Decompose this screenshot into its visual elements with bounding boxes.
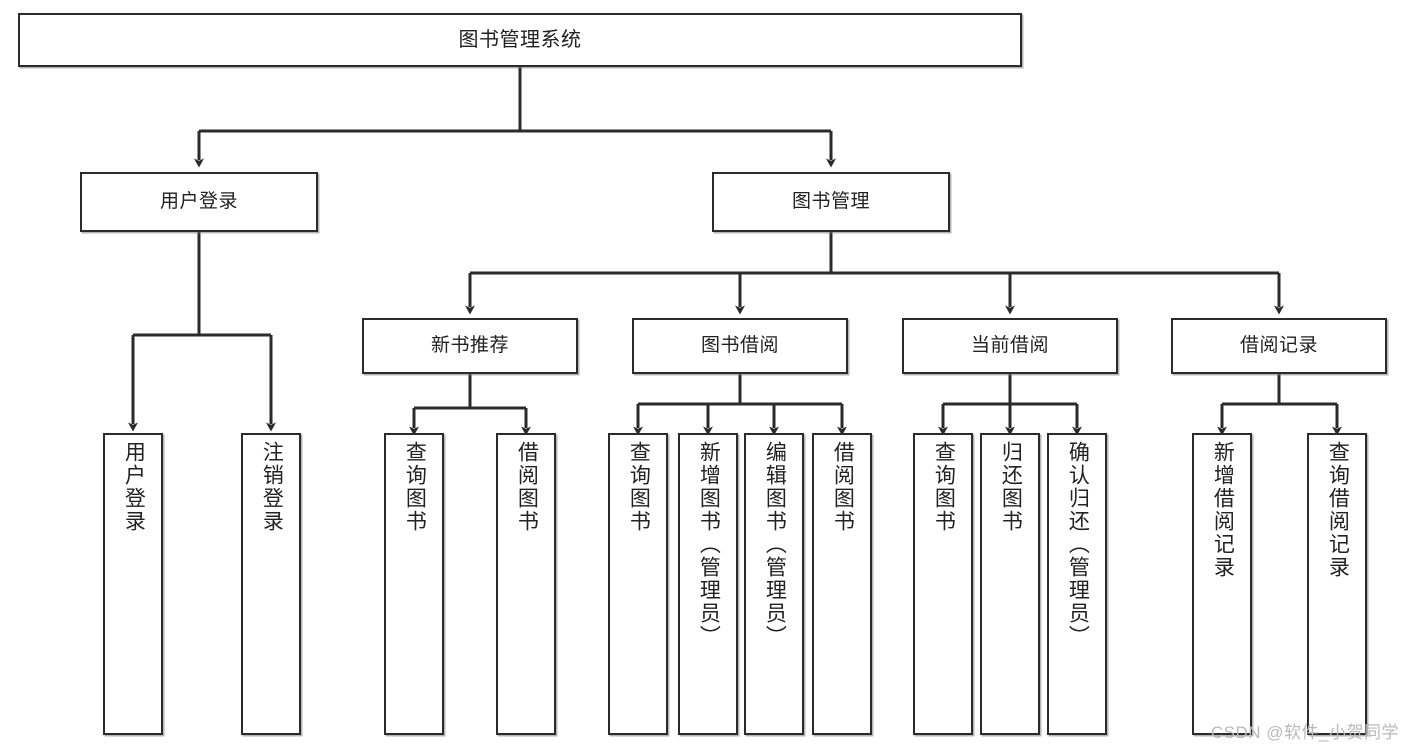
node-new-book-recommend[interactable]: 新书推荐 (362, 318, 578, 374)
node-book-borrow-label: 图书借阅 (700, 335, 779, 357)
leaf-edit-book[interactable]: 编辑图书（管理员） (744, 433, 804, 735)
node-user-login[interactable]: 用户登录 (80, 172, 318, 232)
leaf-query-book-1[interactable]: 查询图书 (384, 433, 444, 735)
leaf-query-book-2-label: 查询图书 (627, 441, 651, 533)
node-root-label: 图书管理系统 (458, 28, 582, 51)
csdn-watermark: CSDN @软件_小贺同学 (1210, 723, 1399, 742)
node-root[interactable]: 图书管理系统 (18, 13, 1022, 67)
leaf-borrow-book-2-label: 借阅图书 (831, 441, 855, 533)
leaf-logout-login-label: 注销登录 (260, 441, 284, 533)
leaf-borrow-book-1-label: 借阅图书 (515, 441, 539, 533)
node-book-borrow[interactable]: 图书借阅 (632, 318, 848, 374)
node-current-borrow-label: 当前借阅 (970, 335, 1049, 357)
leaf-add-record-label: 新增借阅记录 (1211, 441, 1235, 579)
leaf-query-book-3-label: 查询图书 (932, 441, 956, 533)
leaf-return-book-label: 归还图书 (999, 441, 1023, 533)
leaf-add-book-label: 新增图书（管理员） (697, 441, 721, 648)
leaf-borrow-book-2[interactable]: 借阅图书 (812, 433, 872, 735)
leaf-user-login[interactable]: 用户登录 (103, 433, 163, 735)
leaf-user-login-label: 用户登录 (122, 441, 146, 533)
leaf-logout-login[interactable]: 注销登录 (241, 433, 301, 735)
node-borrow-record[interactable]: 借阅记录 (1171, 318, 1387, 374)
node-current-borrow[interactable]: 当前借阅 (902, 318, 1118, 374)
leaf-query-book-1-label: 查询图书 (403, 441, 427, 533)
leaf-confirm-return-label: 确认归还（管理员） (1066, 441, 1090, 648)
leaf-query-book-2[interactable]: 查询图书 (608, 433, 668, 735)
leaf-add-book[interactable]: 新增图书（管理员） (678, 433, 738, 735)
leaf-query-record[interactable]: 查询借阅记录 (1307, 433, 1367, 735)
leaf-return-book[interactable]: 归还图书 (980, 433, 1040, 735)
node-borrow-record-label: 借阅记录 (1239, 335, 1318, 357)
node-book-manage-label: 图书管理 (791, 191, 870, 213)
leaf-query-record-label: 查询借阅记录 (1326, 441, 1350, 579)
leaf-query-book-3[interactable]: 查询图书 (913, 433, 973, 735)
leaf-confirm-return[interactable]: 确认归还（管理员） (1047, 433, 1107, 735)
node-new-book-recommend-label: 新书推荐 (430, 335, 509, 357)
leaf-edit-book-label: 编辑图书（管理员） (763, 441, 787, 648)
leaf-add-record[interactable]: 新增借阅记录 (1192, 433, 1252, 735)
node-user-login-label: 用户登录 (159, 191, 238, 213)
node-book-manage[interactable]: 图书管理 (712, 172, 950, 232)
leaf-borrow-book-1[interactable]: 借阅图书 (496, 433, 556, 735)
